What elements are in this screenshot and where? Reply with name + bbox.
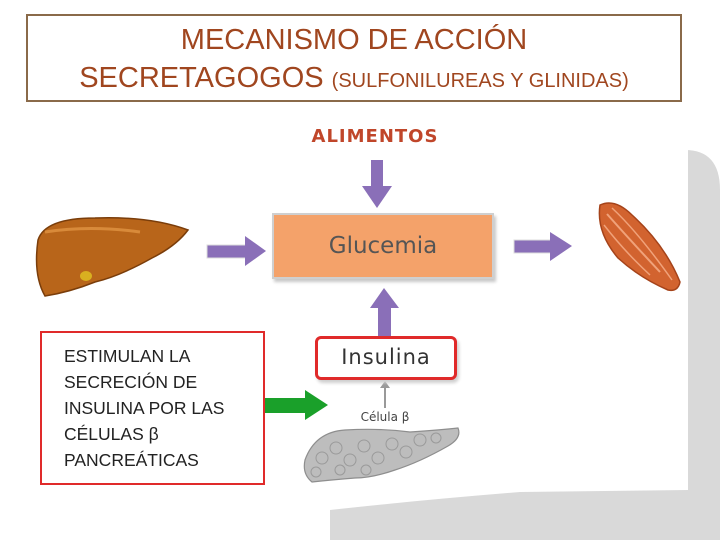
celula-beta-label: Célula β	[360, 410, 410, 424]
description-line: CÉLULAS β	[64, 424, 159, 444]
title-line2: SECRETAGOGOS (SULFONILUREAS Y GLINIDAS)	[28, 62, 680, 95]
title-line1: MECANISMO DE ACCIÓN	[180, 24, 528, 56]
insulina-label: Insulina	[341, 345, 431, 369]
title-main: SECRETAGOGOS	[79, 62, 324, 94]
muscle-icon	[598, 202, 681, 292]
arrow-glucemia-to-muscle	[513, 232, 572, 261]
glucemia-box: Glucemia	[272, 213, 494, 279]
description-text: ESTIMULAN LA SECRECIÓN DE INSULINA POR L…	[64, 343, 259, 473]
arrow-insulina-to-glucemia	[370, 288, 399, 336]
arrow-liver-to-glucemia	[206, 236, 266, 266]
arrow-green-stimulate	[263, 390, 328, 420]
glucemia-label: Glucemia	[328, 233, 438, 259]
arrow-celula-to-insulina	[380, 381, 390, 408]
title-box: MECANISMO DE ACCIÓN SECRETAGOGOS (SULFON…	[26, 14, 682, 102]
title-subtitle: (SULFONILUREAS Y GLINIDAS)	[331, 70, 629, 92]
pancreas-icon	[303, 427, 460, 483]
description-line: PANCREÁTICAS	[64, 450, 199, 470]
arrow-down-food	[362, 160, 392, 208]
description-line: SECRECIÓN DE	[64, 372, 198, 392]
description-line: ESTIMULAN LA	[64, 346, 191, 366]
description-box: ESTIMULAN LA SECRECIÓN DE INSULINA POR L…	[40, 331, 265, 485]
liver-icon	[35, 217, 190, 297]
description-line: INSULINA POR LAS	[64, 398, 225, 418]
insulina-box: Insulina	[315, 336, 457, 380]
alimentos-label: ALIMENTOS	[311, 126, 439, 147]
